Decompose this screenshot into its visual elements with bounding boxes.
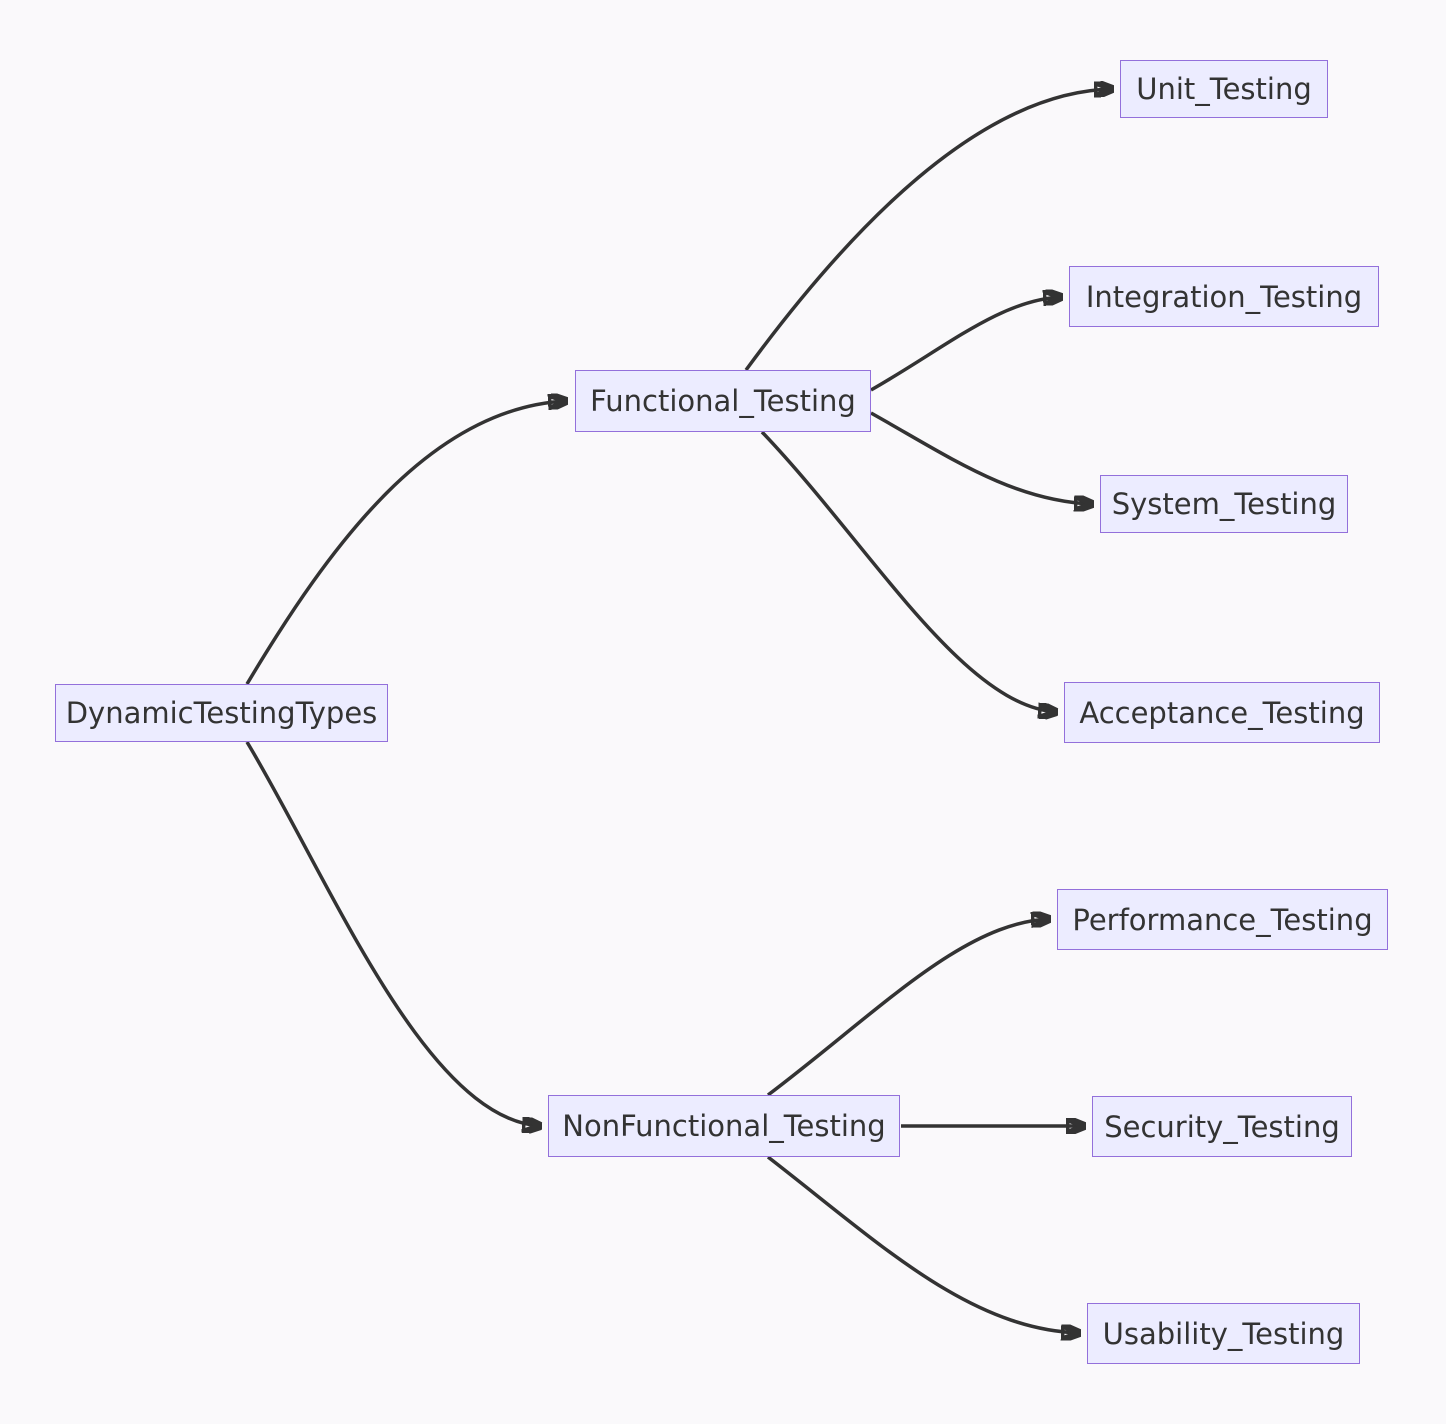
node-usability-testing: Usability_Testing	[1087, 1303, 1360, 1364]
node-acceptance-testing: Acceptance_Testing	[1064, 682, 1380, 743]
node-security-testing: Security_Testing	[1092, 1096, 1352, 1157]
edge-functional-system	[870, 411, 1092, 504]
node-label: Unit_Testing	[1136, 72, 1312, 106]
node-nonfunctional-testing: NonFunctional_Testing	[548, 1095, 900, 1157]
node-dynamic-testing-types: DynamicTestingTypes	[55, 684, 388, 742]
node-label: Functional_Testing	[590, 384, 856, 418]
node-performance-testing: Performance_Testing	[1057, 889, 1388, 950]
node-label: Performance_Testing	[1072, 902, 1373, 937]
node-label: Integration_Testing	[1085, 279, 1363, 314]
edge-root-functional	[245, 401, 566, 685]
edge-root-nonfunctional	[245, 741, 540, 1126]
node-label: Security_Testing	[1104, 1109, 1340, 1144]
node-integration-testing: Integration_Testing	[1069, 266, 1379, 327]
node-label: Usability_Testing	[1102, 1316, 1345, 1351]
node-system-testing: System_Testing	[1100, 475, 1348, 533]
node-label: System_Testing	[1111, 487, 1337, 521]
edge-functional-unit	[744, 89, 1112, 372]
edge-nonfunctional-usability	[766, 1155, 1079, 1333]
edge-functional-integration	[870, 297, 1061, 392]
node-unit-testing: Unit_Testing	[1120, 60, 1328, 118]
node-functional-testing: Functional_Testing	[575, 370, 871, 432]
node-label: Acceptance_Testing	[1079, 695, 1365, 730]
node-label: DynamicTestingTypes	[65, 696, 378, 730]
node-label: NonFunctional_Testing	[562, 1109, 886, 1143]
edge-functional-acceptance	[760, 430, 1056, 712]
edge-nonfunctional-performance	[766, 919, 1049, 1097]
